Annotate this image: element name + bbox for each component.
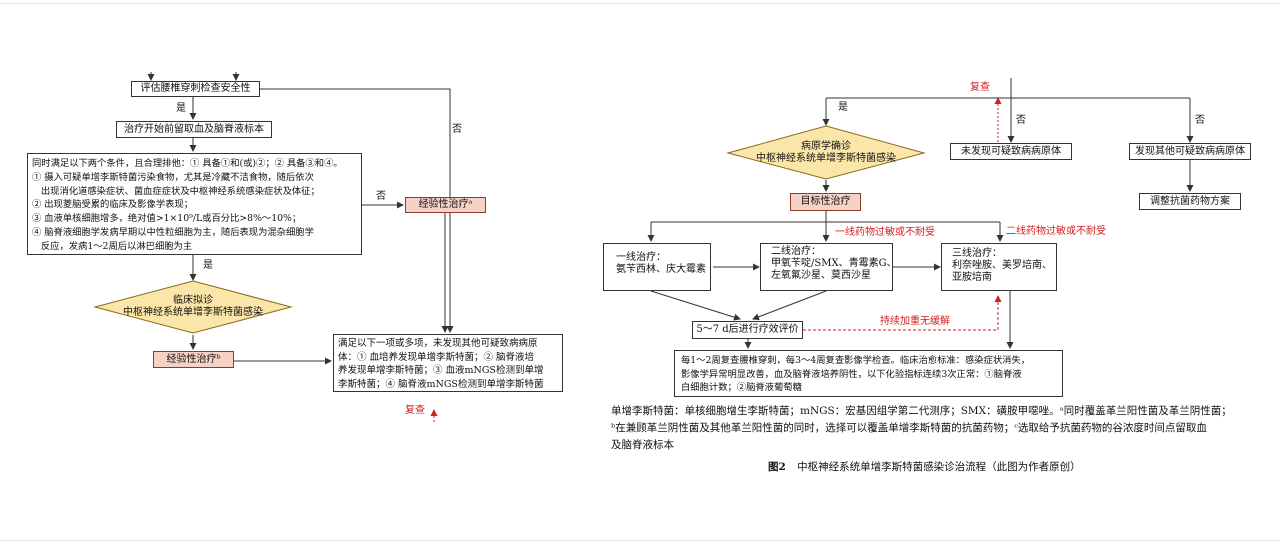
no-label-mid: 否 — [376, 191, 386, 202]
top-rule — [0, 3, 1280, 4]
assess-box: 评估腰椎穿刺检查安全性 — [131, 81, 260, 97]
cure-criteria-box: 每1～2周复查腰椎穿刺，每3～4周复查影像学检查。临床治愈标准：感染症状消失， … — [674, 350, 1063, 397]
allergy-label-2: 二线药物过敏或不耐受 — [1006, 226, 1106, 237]
persist-label: 持续加重无缓解 — [880, 316, 950, 327]
allergy-label-1: 一线药物过敏或不耐受 — [835, 227, 935, 238]
yes-label-2: 是 — [203, 260, 213, 271]
empiric-treatment-right: 经验性治疗ᵃ — [405, 197, 486, 213]
adjust-box: 调整抗菌药物方案 — [1139, 193, 1241, 210]
second-line-box: 二线治疗： 甲氧苄啶/SMX、青霉素G、 左氧氟沙星、莫西沙星 — [760, 243, 897, 291]
targeted-treatment-box: 目标性治疗 — [790, 193, 861, 211]
yes-label-right: 是 — [838, 102, 848, 113]
bottom-rule — [0, 540, 1280, 541]
recheck-label-right: 复查 — [970, 82, 990, 93]
other-found-box: 发现其他可疑致病病原体 — [1129, 143, 1251, 160]
yes-label-1: 是 — [176, 103, 186, 114]
footnote-text: 单增李斯特菌：单核细胞增生李斯特菌；mNGS：宏基因组学第二代测序；SMX：磺胺… — [611, 405, 1232, 451]
figure-title: 图2 中枢神经系统单增李斯特菌感染诊治流程（此图为作者原创） — [768, 459, 1081, 474]
empiric-treatment-left: 经验性治疗ᵇ — [153, 351, 234, 368]
no-label-right-2: 否 — [1195, 115, 1205, 126]
figure-title-text: 中枢神经系统单增李斯特菌感染诊治流程（此图为作者原创） — [797, 461, 1081, 473]
criteria-box: 同时满足以下两个条件，且合理排他：① 具备①和(或)②；② 具备③和④。 ① 摄… — [27, 153, 362, 255]
collect-box: 治疗开始前留取血及脑脊液标本 — [116, 121, 272, 138]
confirm-criteria-box: 满足以下一项或多项，未发现其他可疑致病病原 体：① 血培养发现单增李斯特菌；② … — [333, 334, 563, 392]
third-line-box: 三线治疗： 利奈唑胺、美罗培南、 亚胺培南 — [941, 243, 1057, 291]
diamond-text-left: 临床拟诊 中枢神经系统单增李斯特菌感染 — [123, 295, 263, 318]
recheck-label-left: 复查 — [405, 405, 425, 416]
not-found-box: 未发现可疑致病病原体 — [950, 143, 1072, 160]
figure-label: 图2 — [768, 461, 786, 473]
no-label-right-1: 否 — [1016, 115, 1026, 126]
first-line-box: 一线治疗： 氨苄西林、庆大霉素 — [603, 243, 711, 291]
evaluate-box: 5～7 d后进行疗效评价 — [692, 321, 803, 339]
diagnosis-diamond-right — [726, 125, 926, 180]
no-label-right: 否 — [452, 124, 462, 135]
diamond-text-right: 病原学确诊 中枢神经系统单增李斯特菌感染 — [756, 141, 896, 164]
diagnosis-diamond-left — [93, 280, 293, 334]
